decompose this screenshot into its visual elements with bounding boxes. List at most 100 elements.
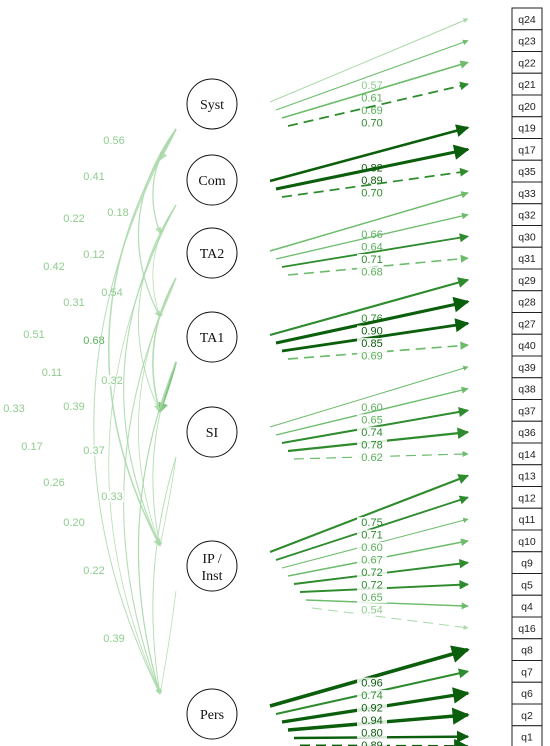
factor-circle-SI xyxy=(186,406,238,458)
correlation-label-bg xyxy=(62,297,86,308)
loading-label-bg xyxy=(357,517,387,528)
loading-value-Syst-4: 0.70 xyxy=(361,118,382,130)
loading-label-bg xyxy=(357,254,387,265)
loading-label-bg xyxy=(357,592,387,603)
loading-label-bg xyxy=(357,554,387,566)
item-label-q14: q14 xyxy=(518,449,536,461)
correlation-arc-2 xyxy=(152,128,177,234)
loading-value-Pers-6: 0.89 xyxy=(361,740,382,746)
loading-path-TA2-1 xyxy=(269,191,469,252)
correlation-value-18: 0.33 xyxy=(101,491,122,503)
loading-path-Syst-2 xyxy=(275,39,469,111)
factor-label-Syst: Syst xyxy=(200,98,224,113)
correlation-arc-17 xyxy=(108,204,177,695)
factor-circle-TA1 xyxy=(186,311,238,363)
loading-label-bg xyxy=(357,105,387,116)
item-label-q10: q10 xyxy=(518,536,536,548)
item-label-q27: q27 xyxy=(518,318,536,330)
item-label-q32: q32 xyxy=(518,210,536,222)
correlation-arc-16 xyxy=(123,277,177,695)
loading-label-bg xyxy=(357,529,387,541)
item-label-q5: q5 xyxy=(521,579,533,591)
item-label-q23: q23 xyxy=(518,36,536,48)
correlation-label-bg xyxy=(102,135,126,146)
correlation-label-bg xyxy=(2,403,26,414)
item-label-q37: q37 xyxy=(518,405,536,417)
correlation-label-bg xyxy=(62,401,86,412)
correlation-arc-10 xyxy=(107,128,177,547)
loading-value-Pers-3: 0.92 xyxy=(361,703,382,715)
loading-label-bg xyxy=(357,451,387,463)
item-label-q8: q8 xyxy=(521,645,533,657)
correlation-label-bg xyxy=(40,367,64,378)
correlation-value-19: 0.20 xyxy=(63,517,84,529)
loading-path-TA2-4 xyxy=(287,254,469,276)
loading-path-SI-1 xyxy=(269,365,469,428)
factor-label-Pers: Pers xyxy=(200,708,224,723)
correlation-arc-5 xyxy=(137,128,177,318)
loading-value-Pers-4: 0.94 xyxy=(361,715,382,727)
loading-path-IPInst-1 xyxy=(269,474,469,553)
loading-label-bg xyxy=(357,80,387,91)
item-label-q17: q17 xyxy=(518,144,536,156)
loading-label-bg xyxy=(357,414,387,426)
loading-value-TA2-3: 0.71 xyxy=(361,254,382,266)
correlation-label-bg xyxy=(62,517,86,528)
loading-path-Com-1 xyxy=(269,124,470,183)
item-label-q28: q28 xyxy=(518,297,536,309)
loading-label-bg xyxy=(357,690,387,701)
loading-label-bg xyxy=(357,727,387,739)
item-label-q12: q12 xyxy=(518,492,536,504)
item-label-q39: q39 xyxy=(518,362,536,374)
item-column: q24q23q22q21q20q19q17q35q33q32q30q31q29q… xyxy=(511,7,543,746)
loading-label-bg xyxy=(357,401,387,413)
correlation-value-8: 0.31 xyxy=(63,297,84,309)
loading-value-Pers-2: 0.74 xyxy=(361,690,382,702)
loading-path-TA2-2 xyxy=(275,212,469,260)
correlation-label-bg xyxy=(106,207,130,218)
factor-label2-IPInst: Inst xyxy=(202,569,223,584)
loading-path-SI-3 xyxy=(281,406,469,444)
loading-label-bg xyxy=(357,604,387,616)
item-label-q33: q33 xyxy=(518,188,536,200)
loading-path-TA1-3 xyxy=(281,318,470,353)
loading-value-Syst-1: 0.57 xyxy=(361,80,382,92)
correlation-label-bg xyxy=(42,261,66,272)
item-label-q6: q6 xyxy=(521,688,533,700)
correlation-value-7: 0.54 xyxy=(101,287,122,299)
factor-label-IPInst: IP / xyxy=(202,552,221,567)
correlation-label-bg xyxy=(100,287,124,298)
loading-label-bg xyxy=(357,338,387,349)
correlation-arc-14 xyxy=(93,128,177,695)
item-label-q13: q13 xyxy=(518,471,536,483)
item-label-q24: q24 xyxy=(518,14,536,26)
loading-value-SI-5: 0.62 xyxy=(361,452,382,464)
item-label-q7: q7 xyxy=(521,666,533,678)
item-label-q36: q36 xyxy=(518,427,536,439)
loading-value-Com-3: 0.70 xyxy=(361,187,382,199)
item-label-q30: q30 xyxy=(518,231,536,243)
correlation-arc-21 xyxy=(137,361,177,695)
correlation-value-16: 0.37 xyxy=(83,445,104,457)
item-label-q16: q16 xyxy=(518,623,536,635)
correlation-arc-15 xyxy=(158,456,177,547)
loading-value-IPInst-6: 0.72 xyxy=(361,580,382,592)
loading-value-IPInst-3: 0.60 xyxy=(361,542,382,554)
correlation-value-17: 0.26 xyxy=(43,477,64,489)
loading-path-TA1-2 xyxy=(275,296,470,345)
item-label-q2: q2 xyxy=(521,710,533,722)
loading-label-bg xyxy=(357,241,387,253)
item-label-q22: q22 xyxy=(518,57,536,69)
factor-label-TA2: TA2 xyxy=(200,247,225,262)
correlation-value-9: 0.68 xyxy=(83,335,104,347)
correlation-label-bg xyxy=(82,171,106,182)
loading-value-TA1-3: 0.85 xyxy=(361,338,382,350)
correlation-label-bg xyxy=(42,477,66,488)
loading-label-bg xyxy=(357,229,387,240)
correlation-label-bg xyxy=(82,249,106,260)
correlation-value-6: 0.12 xyxy=(83,249,104,261)
correlation-value-14: 0.33 xyxy=(3,403,24,415)
loading-label-bg xyxy=(357,579,387,591)
